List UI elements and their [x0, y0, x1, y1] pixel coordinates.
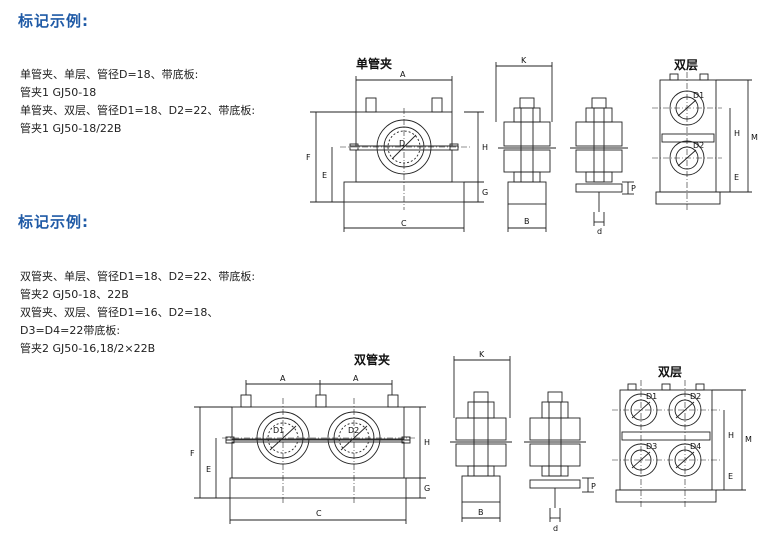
- dim-label-G: G: [424, 484, 430, 493]
- double-clamp-front-view: [194, 380, 426, 524]
- single-clamp-side-view: [495, 62, 556, 232]
- dim-label-M: M: [745, 435, 752, 444]
- dim-label-F: F: [306, 153, 311, 162]
- dim-label-G: G: [482, 188, 488, 197]
- section1-heading: 标记示例:: [18, 12, 89, 30]
- dim-label-A: A: [280, 374, 286, 383]
- dim-label-F: F: [190, 449, 195, 458]
- example-line: 双管夹、单层、管径D1=18、D2=22、带底板:: [20, 270, 256, 283]
- dim-label-K: K: [479, 350, 485, 359]
- dim-label-d: d: [553, 524, 558, 533]
- double-layer-caption: 双层: [674, 58, 699, 72]
- dim-label-D2: D2: [348, 426, 359, 435]
- dim-label-P: P: [591, 482, 596, 491]
- dim-label-K: K: [521, 56, 527, 65]
- dim-label-B: B: [478, 508, 484, 517]
- single-clamp-double-layer-view: [652, 72, 752, 210]
- dim-label-P: P: [631, 184, 636, 193]
- single-clamp-caption: 单管夹: [356, 57, 393, 71]
- example-line: 管夹1 GJ50-18/22B: [20, 122, 122, 135]
- example-line: 管夹1 GJ50-18: [20, 86, 97, 99]
- dim-label-D1: D1: [693, 91, 704, 100]
- dim-label-d: d: [597, 227, 602, 236]
- dim-label-B: B: [524, 217, 530, 226]
- double-clamp-double-layer-view: [612, 380, 746, 508]
- single-clamp-side-section: [570, 97, 634, 226]
- double-clamp-side-view: [450, 356, 512, 522]
- dim-label-H: H: [734, 129, 740, 138]
- single-clamp-front-view: [310, 76, 484, 232]
- section2-heading: 标记示例:: [18, 213, 89, 231]
- dim-label-D3: D3: [646, 442, 657, 451]
- dim-label-E: E: [728, 472, 733, 481]
- dim-label-M: M: [751, 133, 758, 142]
- example-line: D3=D4=22带底板:: [20, 324, 121, 337]
- dim-label-A: A: [400, 70, 406, 79]
- double-layer-caption: 双层: [658, 365, 683, 379]
- dim-label-D1: D1: [273, 426, 284, 435]
- example-line: 单管夹、单层、管径D=18、带底板:: [20, 68, 199, 81]
- dim-label-C: C: [316, 509, 322, 518]
- dim-label-D4: D4: [690, 442, 701, 451]
- dim-label-A: A: [353, 374, 359, 383]
- example-line: 管夹2 GJ50-16,18/2×22B: [20, 342, 156, 355]
- dim-label-D: D: [399, 139, 405, 148]
- dim-label-H: H: [482, 143, 488, 152]
- example-line: 管夹2 GJ50-18、22B: [20, 288, 129, 301]
- double-clamp-side-section: [524, 391, 594, 522]
- dim-label-D1: D1: [646, 392, 657, 401]
- dim-label-C: C: [401, 219, 407, 228]
- dim-label-D2: D2: [690, 392, 701, 401]
- dim-label-H: H: [728, 431, 734, 440]
- dim-label-H: H: [424, 438, 430, 447]
- example-line: 双管夹、双层、管径D1=16、D2=18、: [20, 306, 219, 319]
- dim-label-E: E: [322, 171, 327, 180]
- dim-label-E: E: [206, 465, 211, 474]
- dim-label-E: E: [734, 173, 739, 182]
- example-line: 单管夹、双层、管径D1=18、D2=22、带底板:: [20, 104, 256, 117]
- dim-label-D2: D2: [693, 141, 704, 150]
- double-clamp-caption: 双管夹: [354, 353, 391, 367]
